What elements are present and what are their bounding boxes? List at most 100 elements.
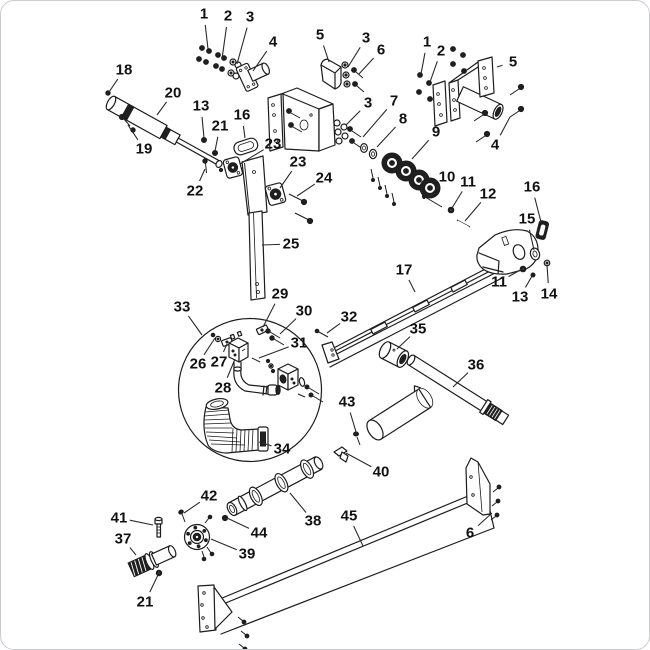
callout-label-34: 34 (274, 441, 291, 458)
screws-6-right (490, 484, 502, 521)
callout-leader-12 (464, 202, 482, 222)
callout-leader-3 (236, 27, 248, 65)
callout-label-32: 32 (341, 309, 358, 326)
callout-leader-45 (353, 525, 364, 547)
callout-leader-24 (296, 183, 316, 197)
callout-leader-8 (376, 126, 396, 148)
end-cap (535, 220, 549, 240)
callout-leader-2 (429, 61, 438, 83)
callout-label-36: 36 (468, 357, 485, 374)
callout-leader-23 (239, 149, 264, 165)
motor-hub-39 (183, 514, 215, 562)
callout-leader-14 (546, 264, 549, 284)
callout-leader-34 (258, 441, 272, 447)
callout-label-12: 12 (480, 186, 497, 203)
pivot-bracket (432, 56, 504, 127)
flange-bearing-left (222, 156, 243, 179)
pivot-arm-assembly (222, 155, 314, 301)
roller (378, 341, 410, 368)
pulley-stack (370, 152, 441, 206)
callout-label-18: 18 (116, 62, 133, 79)
callout-leader-2 (221, 26, 228, 60)
callout-leader-43 (349, 412, 358, 436)
callout-leader-35 (396, 336, 411, 350)
callout-leader-18 (108, 78, 119, 93)
bar-right-flange (465, 457, 491, 516)
callout-label-4: 4 (269, 34, 278, 51)
callout-label-23: 23 (290, 154, 307, 171)
callout-label-25: 25 (283, 236, 300, 253)
callout-label-1: 1 (200, 6, 208, 23)
callout-label-28: 28 (215, 380, 232, 397)
detail-circle (177, 317, 324, 463)
jack-shaft-assembly (105, 90, 259, 174)
callout-label-3: 3 (364, 95, 372, 112)
bar-left-plate (197, 584, 233, 633)
switch-28 (228, 330, 281, 396)
callout-label-10: 10 (439, 169, 456, 186)
flange-bearing-right (264, 182, 287, 206)
callout-label-41: 41 (111, 510, 128, 527)
mount-bracket (267, 87, 336, 152)
callout-label-27: 27 (211, 354, 228, 371)
callout-label-6: 6 (466, 525, 474, 542)
u-bracket (320, 58, 342, 90)
threaded-shaft-37 (127, 545, 177, 578)
callout-leader-3 (347, 47, 361, 68)
callout-leader-13 (201, 116, 205, 139)
callout-label-44: 44 (251, 525, 268, 542)
callout-label-35: 35 (410, 321, 427, 338)
callout-leader-1 (420, 52, 426, 75)
callout-leader-30 (279, 318, 297, 335)
callout-leader-41 (129, 519, 154, 526)
callout-label-40: 40 (373, 464, 390, 481)
callout-leader-25 (261, 243, 281, 246)
callout-leader-20 (156, 101, 167, 116)
callout-leader-13 (524, 275, 533, 288)
callout-leader-37 (129, 547, 137, 556)
screws-30 (265, 328, 285, 346)
callout-label-5: 5 (509, 54, 517, 71)
clip-and-screw (333, 431, 361, 463)
callout-label-6: 6 (377, 42, 385, 59)
callout-leader-4 (499, 116, 511, 136)
callout-leader-40 (345, 452, 372, 468)
screws-left-end (237, 616, 250, 649)
rubber-cap (233, 137, 259, 156)
callout-leader-15 (528, 229, 535, 251)
callout-leader-4 (252, 50, 268, 72)
washers-bolts-upper (341, 61, 365, 93)
ribbed-boot-34 (203, 398, 269, 454)
sleeve-tube (366, 385, 434, 441)
crank-tube (406, 354, 510, 426)
callout-leader-26 (203, 337, 216, 356)
callout-leader-27 (222, 343, 228, 353)
callout-label-1: 1 (423, 34, 431, 51)
callout-leader-28 (226, 358, 236, 379)
callout-leader-5 (322, 45, 330, 63)
callout-leader-11 (508, 268, 523, 278)
callout-leader-5 (496, 64, 503, 68)
callout-label-45: 45 (341, 508, 358, 525)
callout-label-29: 29 (272, 286, 289, 303)
callout-label-3: 3 (362, 30, 370, 47)
callout-leader-42 (183, 501, 201, 514)
callout-label-20: 20 (165, 85, 182, 102)
washer-26 (210, 332, 216, 338)
callout-label-33: 33 (174, 299, 191, 316)
pin-31 (251, 357, 276, 374)
callout-label-42: 42 (201, 488, 218, 505)
callout-label-26: 26 (190, 356, 207, 373)
callout-label-31: 31 (291, 335, 308, 352)
callout-label-11: 11 (491, 274, 507, 291)
callout-label-2: 2 (437, 43, 445, 60)
callout-leader-21 (149, 574, 159, 593)
callout-leader-11 (451, 191, 463, 209)
callout-label-17: 17 (396, 262, 413, 279)
callout-label-19: 19 (136, 141, 153, 158)
callout-label-13: 13 (512, 289, 529, 306)
callout-label-21: 21 (212, 118, 229, 135)
